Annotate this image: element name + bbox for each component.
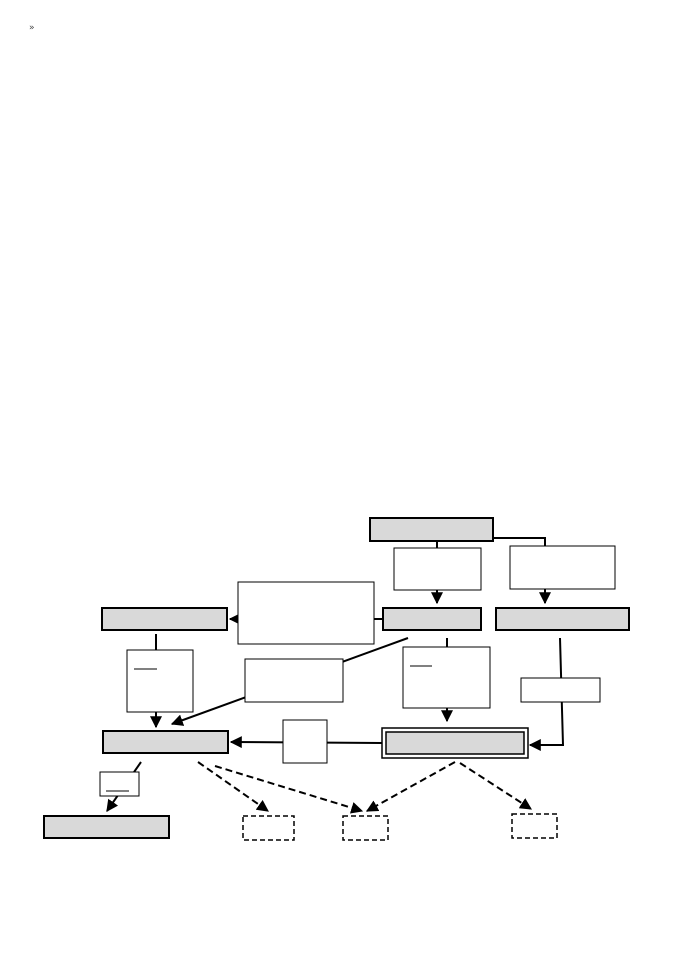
process-box-center — [382, 607, 482, 631]
note-middle — [244, 658, 344, 703]
note-right — [520, 677, 601, 703]
outcome-box-3 — [511, 813, 558, 839]
process-boxes — [43, 517, 630, 839]
process-box-left — [101, 607, 228, 631]
outcome-box-2 — [342, 815, 389, 841]
note-boxes — [99, 545, 616, 797]
connector-right-to-final — [528, 637, 565, 751]
note-wide — [237, 581, 375, 645]
process-box-right — [495, 607, 630, 631]
dashed-final-to-outcome-3 — [459, 762, 533, 810]
page-corner-mark: » — [29, 23, 35, 33]
process-box-bottom-left — [43, 815, 170, 839]
note-small-square — [282, 719, 328, 764]
process-box-merge — [102, 730, 229, 754]
note-top-center — [393, 547, 482, 591]
note-center-vertical — [402, 646, 491, 709]
dashed-merge-to-outcome-2 — [214, 765, 364, 814]
note-tiny — [99, 771, 140, 797]
dashed-connectors — [197, 761, 533, 814]
process-box-top — [369, 517, 494, 542]
outcome-box-1 — [242, 815, 295, 841]
note-left-vertical — [126, 649, 194, 713]
note-top-right — [509, 545, 616, 590]
dashed-merge-to-outcome-1 — [197, 761, 269, 812]
dashed-final-to-outcome-2 — [365, 761, 456, 812]
process-box-final — [381, 727, 529, 759]
outcome-boxes — [242, 813, 558, 841]
